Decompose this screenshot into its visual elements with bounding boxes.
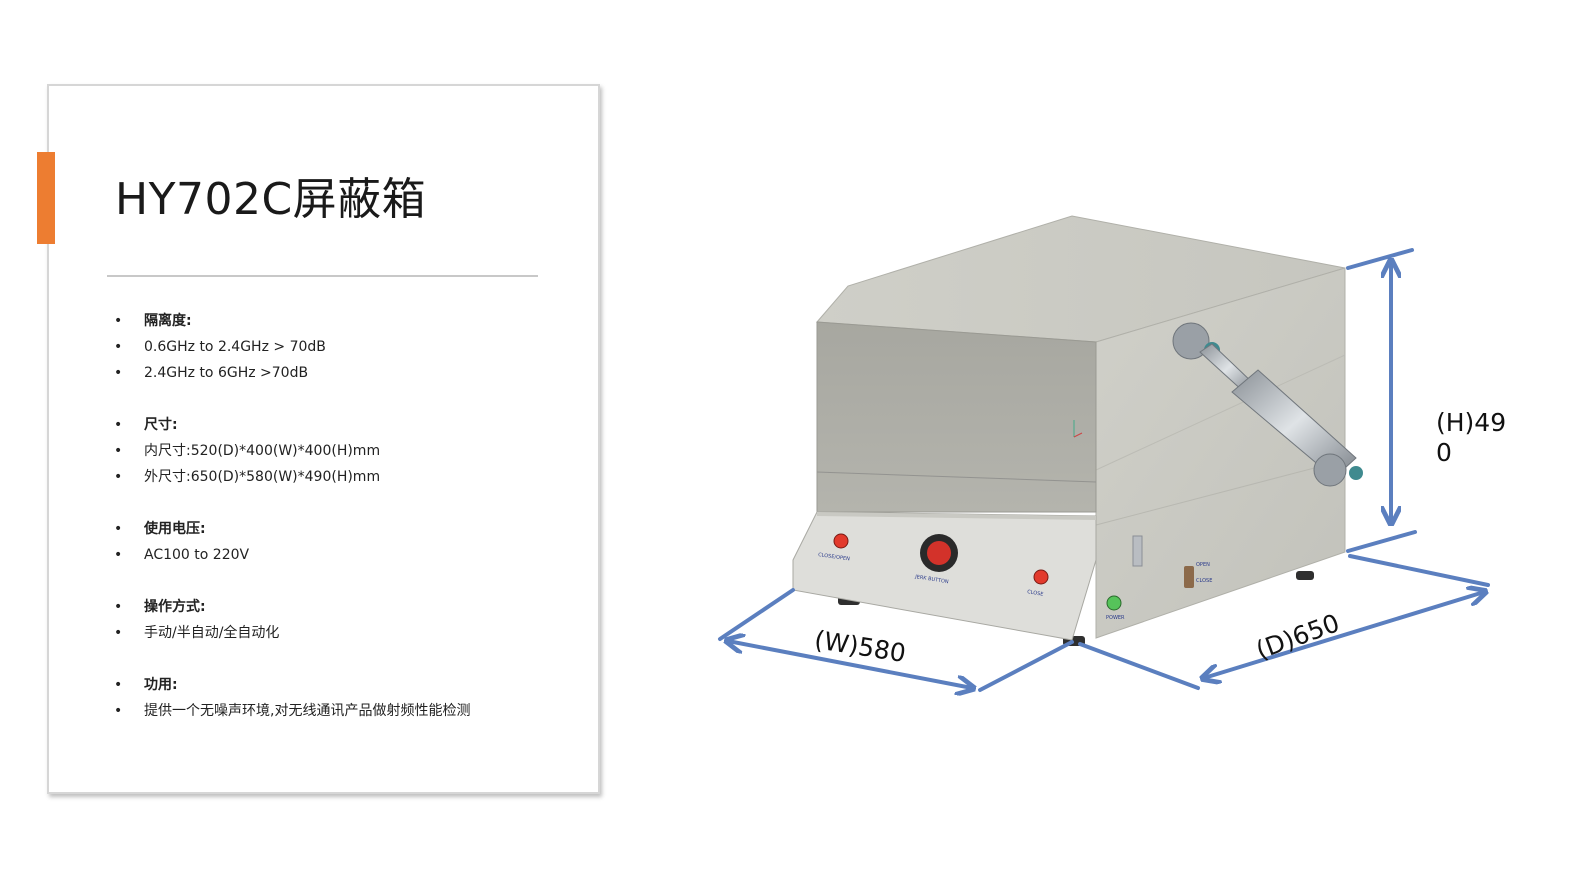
spec-item: • 提供一个无噪声环境,对无线通讯产品做射频性能检测 [110,698,470,724]
close-open-label: CLOSE/OPEN [818,552,851,562]
spec-heading: • 操作方式: [110,594,470,620]
box-side-seam [1095,459,1346,526]
depth-arrow [1204,592,1484,678]
spec-text: 手动/半自动/全自动化 [144,625,280,641]
box-front-face [816,321,1097,513]
bullet-marker: • [114,365,123,381]
bullet-marker: • [114,521,123,537]
cylinder-mount-bottom [1313,453,1347,487]
box-body [792,215,1346,646]
height-dimension-label: (H)490 [1436,408,1507,467]
spec-heading: • 功用: [110,672,470,698]
axis-indicator [1073,432,1083,438]
width-extension-right [978,640,1074,692]
bullet-marker: • [114,313,123,329]
depth-extension-back [1348,554,1490,587]
close-label: CLOSE [1027,589,1044,598]
spec-item: • AC100 to 220V [110,542,470,568]
bullet-marker: • [114,547,123,563]
spec-item: • 外尺寸:650(D)*580(W)*490(H)mm [110,464,470,490]
spec-heading: • 尺寸: [110,412,470,438]
box-front-seam [816,471,1097,483]
spec-text: AC100 to 220V [144,547,250,563]
bullet-marker: • [114,417,123,433]
close-side-label: CLOSE [1196,578,1212,584]
shield-box-illustration: CLOSE/OPEN JERK BUTTON CLOSE POWER OPEN … [718,215,1560,720]
box-side-diagonal [1095,354,1346,471]
spec-text: 外尺寸:650(D)*580(W)*490(H)mm [144,469,381,485]
air-fitting [1132,535,1143,567]
title-accent-bar [37,152,55,244]
bullet-marker: • [114,599,123,615]
text-panel [47,84,600,794]
spec-list: • 隔离度: • 0.6GHz to 2.4GHz > 70dB • 2.4GHz to … [110,308,470,724]
open-label: OPEN [1196,562,1210,568]
side-switch [1184,566,1194,588]
spec-item: • 2.4GHz to 6GHz >70dB [110,360,470,386]
width-arrow [728,641,972,688]
control-panel-face [792,511,1097,641]
spec-text: 2.4GHz to 6GHz >70dB [144,365,309,381]
box-foot [1296,571,1314,580]
spec-text: 提供一个无噪声环境,对无线通讯产品做射频性能检测 [144,703,471,719]
spec-item: • 内尺寸:520(D)*400(W)*400(H)mm [110,438,470,464]
cylinder-mount-top [1172,322,1210,360]
spec-text: 内尺寸:520(D)*400(W)*400(H)mm [144,443,381,459]
width-extension-left [718,588,795,641]
height-extension-bottom [1346,530,1417,553]
jerk-button [927,541,951,565]
spec-heading: • 使用电压: [110,516,470,542]
spec-text: 尺寸: [144,417,178,433]
bullet-marker: • [114,677,123,693]
control-panel-top [817,512,1096,520]
spec-text: 使用电压: [144,521,206,537]
control-panel: CLOSE/OPEN JERK BUTTON CLOSE POWER OPEN … [818,533,1212,621]
bullet-marker: • [114,469,123,485]
spec-text: 0.6GHz to 2.4GHz > 70dB [144,339,326,355]
spec-text: 功用: [144,677,178,693]
jerk-button-label: JERK BUTTON [914,574,950,585]
title-divider [107,275,538,277]
depth-extension-front [1078,642,1200,690]
dimension-arrows [718,248,1490,692]
spec-heading: • 隔离度: [110,308,470,334]
spec-item: • 0.6GHz to 2.4GHz > 70dB [110,334,470,360]
close-button [1033,569,1049,585]
bullet-marker: • [114,703,123,719]
slide-title: HY702C屏蔽箱 [115,174,427,225]
close-open-button [833,533,849,549]
bullet-marker: • [114,443,123,459]
power-button [1106,595,1122,611]
spec-text: 操作方式: [144,599,206,615]
bullet-marker: • [114,625,123,641]
cylinder-barrel [1231,369,1357,479]
height-extension-top [1346,248,1414,270]
bullet-marker: • [114,339,123,355]
cylinder-mount-cap [1349,466,1363,480]
lift-cylinder [1172,322,1363,487]
spec-text: 隔离度: [144,313,192,329]
power-label: POWER [1106,615,1125,621]
spec-item: • 手动/半自动/全自动化 [110,620,470,646]
